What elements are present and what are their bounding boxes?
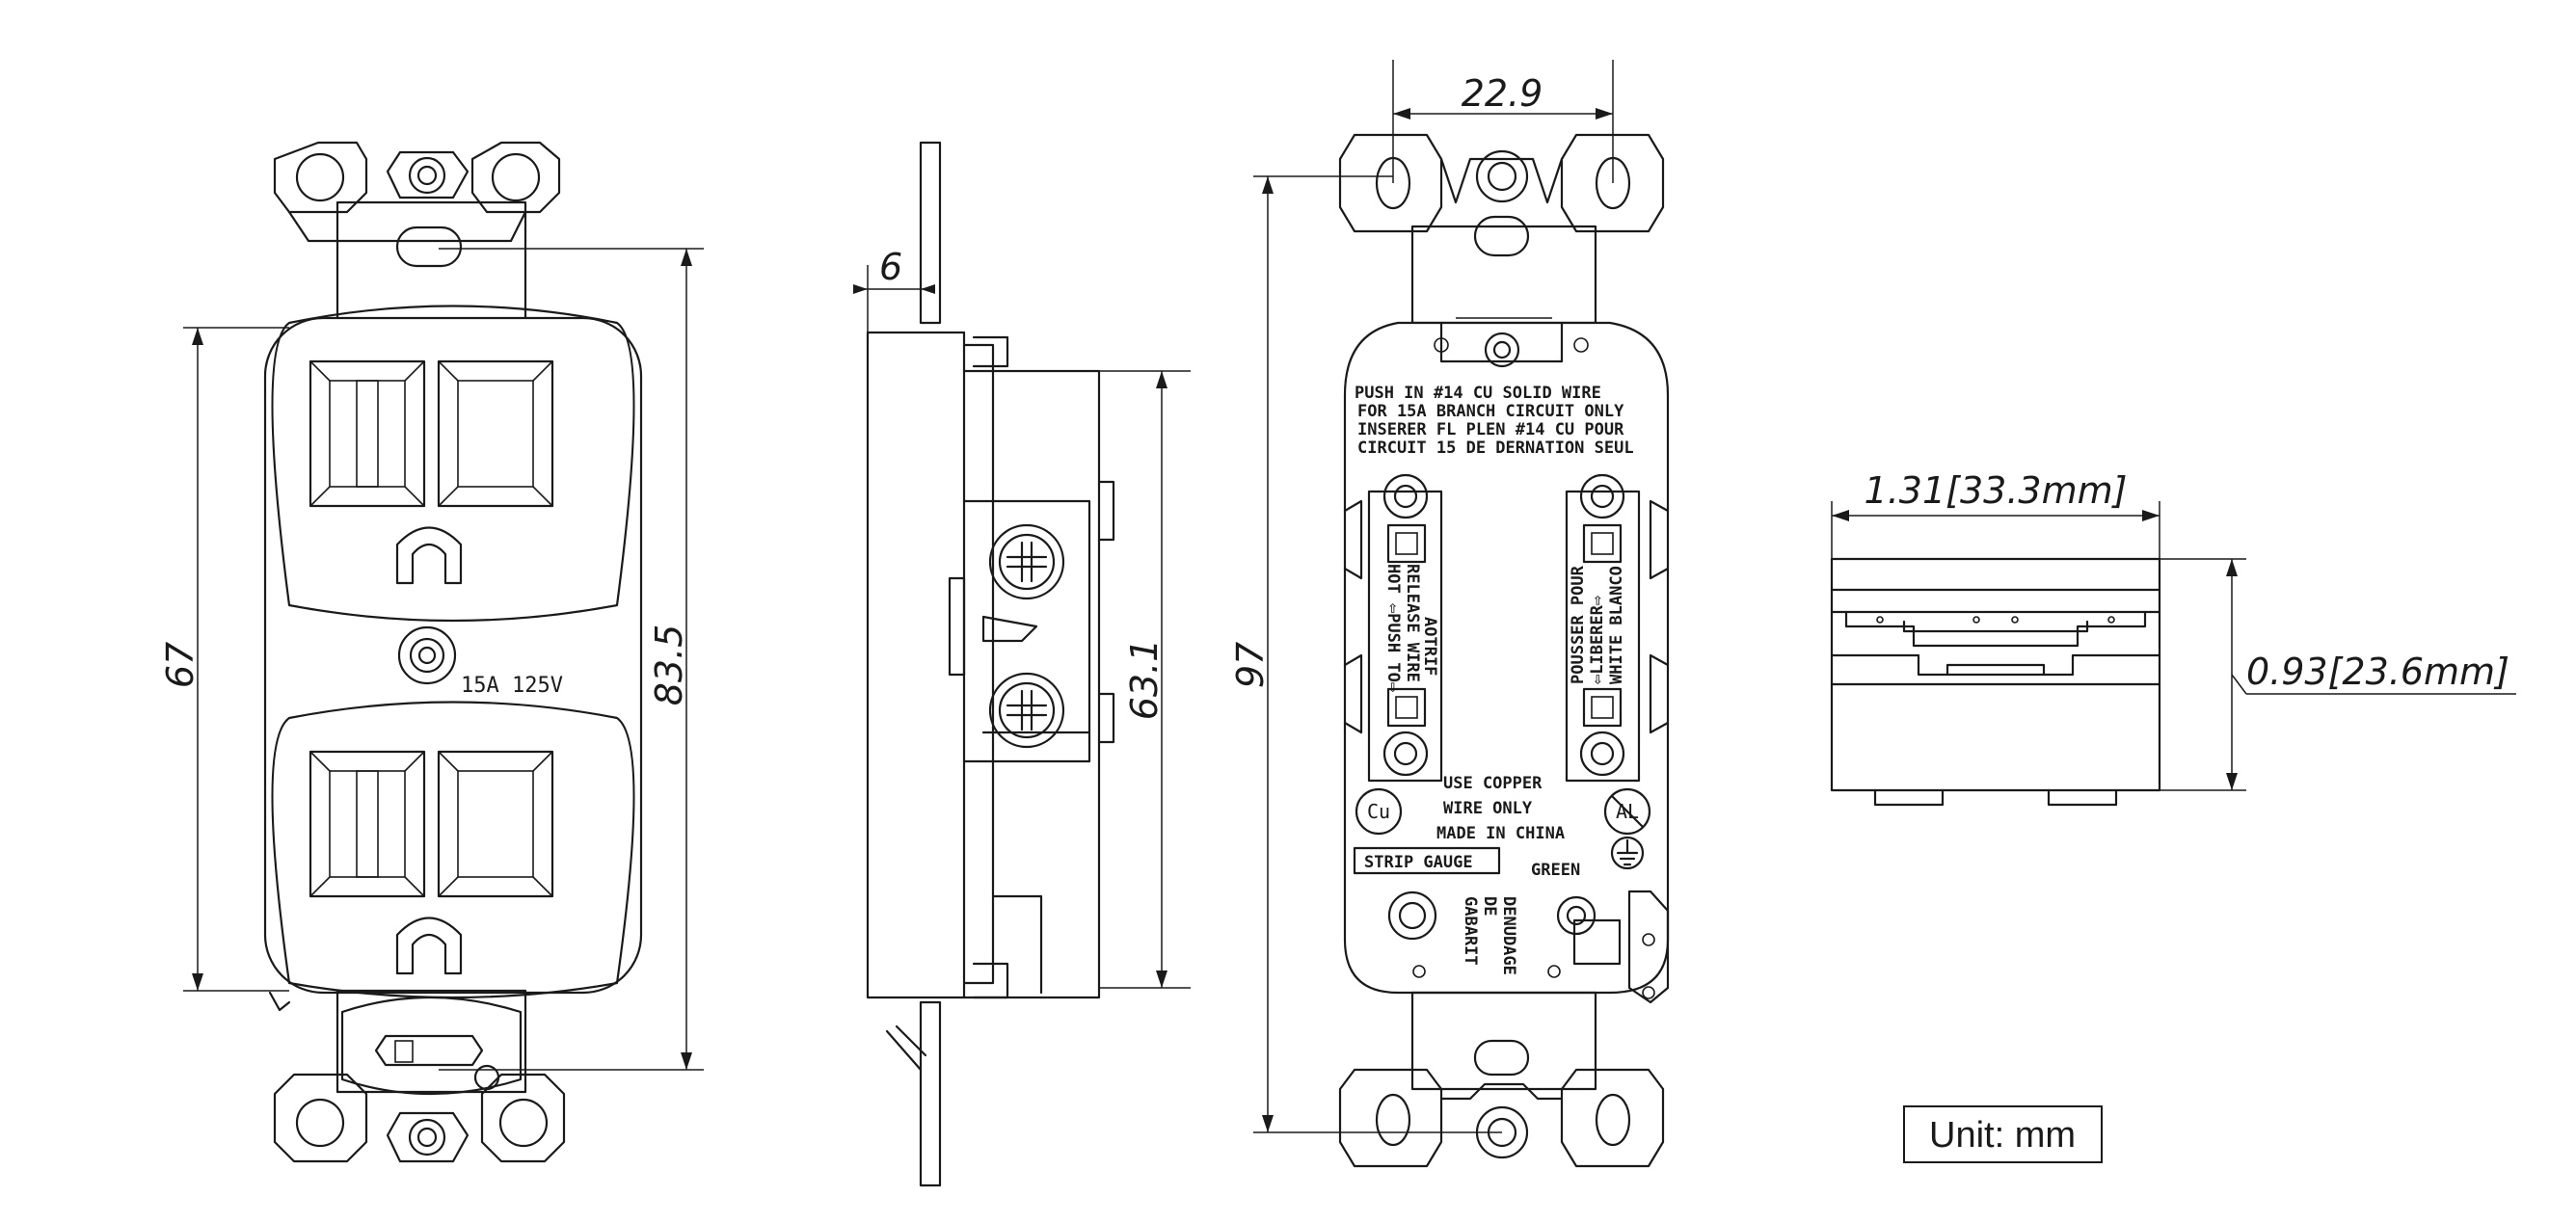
dim-67-label: 67 — [159, 642, 201, 688]
unit-box: Unit: mm — [1903, 1105, 2103, 1163]
terminal-hole-icon — [1382, 731, 1429, 777]
screw-icon — [1475, 149, 1529, 203]
back-view: PUSH IN #14 CU SOLID WIRE FOR 15A BRANCH… — [1229, 60, 1670, 1168]
copper-note-line: USE COPPER — [1443, 774, 1543, 793]
dim-0-93-label: 0.93[23.6mm] — [2246, 651, 2509, 693]
right-vertical-label: POUSSER POUR — [1569, 565, 1588, 684]
mount-hole-icon — [295, 152, 345, 202]
instruction-line: INSERER FL PLEN #14 CU POUR — [1357, 420, 1624, 439]
al-prohibited-icon — [1603, 787, 1651, 836]
mount-hole-icon — [295, 1098, 345, 1148]
ground-hole-icon — [395, 526, 463, 585]
strip-gauge-box — [1353, 846, 1501, 875]
green-label: GREEN — [1531, 861, 1580, 880]
terminal-hole-icon — [1579, 731, 1625, 777]
lower-receptacle-slots — [309, 750, 554, 975]
gauge-vertical-label: DENUDAGE — [1499, 896, 1518, 975]
left-vertical-label: RELEASE WIRE — [1403, 564, 1422, 682]
copper-note-line: WIRE ONLY — [1443, 799, 1533, 818]
terminal-hole-icon — [1382, 473, 1429, 519]
back-dimensions: 22.9 97 — [1229, 60, 1614, 1133]
ground-symbol-icon — [1610, 836, 1645, 870]
mount-hole-icon — [491, 152, 541, 202]
dim-1-31-label: 1.31[33.3mm] — [1865, 469, 2128, 512]
gauge-vertical-label: DE — [1480, 896, 1499, 916]
mount-hole-icon — [498, 1098, 549, 1148]
dim-97-label: 97 — [1229, 642, 1272, 688]
screw-icon — [408, 1118, 446, 1157]
wire-hole-icon — [1582, 523, 1623, 564]
upper-receptacle-slots — [309, 359, 554, 585]
copper-note-line: MADE IN CHINA — [1436, 824, 1565, 843]
dim-63-1-label: 63.1 — [1123, 639, 1166, 721]
dim-22-9-label: 22.9 — [1462, 72, 1543, 115]
al-mark-label: AL — [1616, 800, 1639, 823]
strip-gauge-label: STRIP GAUGE — [1364, 853, 1473, 872]
left-vertical-label: AOTRIF — [1420, 617, 1439, 676]
slot-icon — [395, 226, 463, 268]
right-vertical-label: ⇦LIBERER⇨ — [1588, 596, 1607, 684]
right-vertical-label: WHITE BLANCO — [1607, 566, 1626, 684]
screw-icon — [408, 156, 446, 195]
ground-screw-icon — [1556, 895, 1597, 936]
dim-83-5-label: 83.5 — [648, 625, 690, 706]
side-view: 6 63.1 — [853, 141, 1191, 1187]
screw-icon — [1387, 891, 1437, 941]
wire-hole-icon — [1386, 523, 1427, 564]
wire-hole-icon — [1582, 687, 1623, 728]
front-dimensions: 67 83.5 — [159, 248, 704, 1071]
ground-hole-icon — [395, 917, 463, 975]
rating-label: 15A 125V — [461, 674, 563, 698]
mount-hole-icon — [1595, 1093, 1631, 1147]
cu-mark-icon — [1355, 787, 1403, 836]
top-dimensions: 1.31[33.3mm] 0.93[23.6mm] — [1831, 469, 2516, 791]
instruction-line: FOR 15A BRANCH CIRCUIT ONLY — [1357, 402, 1624, 421]
side-dimensions: 6 63.1 — [853, 143, 1191, 989]
gauge-vertical-label: GABARIT — [1461, 896, 1480, 966]
mount-hole-icon — [1375, 1093, 1411, 1147]
cu-mark-label: Cu — [1367, 800, 1390, 823]
instruction-line: PUSH IN #14 CU SOLID WIRE — [1355, 384, 1601, 403]
terminal-screw-icon — [988, 523, 1065, 600]
front-view: 15A 125V — [159, 141, 704, 1163]
wire-hole-icon — [1386, 687, 1427, 728]
unit-label: Unit: mm — [1929, 1115, 2076, 1156]
left-vertical-label: HOT ⇦PUSH TO⇨ — [1383, 564, 1403, 692]
terminal-hole-icon — [1579, 473, 1625, 519]
center-screw-icon — [397, 625, 457, 685]
instruction-line: CIRCUIT 15 DE DERNATION SEUL — [1357, 439, 1634, 458]
terminal-screw-icon — [988, 672, 1065, 749]
top-view: 1.31[33.3mm] 0.93[23.6mm] — [1830, 469, 2516, 807]
dim-6-label: 6 — [879, 246, 902, 288]
